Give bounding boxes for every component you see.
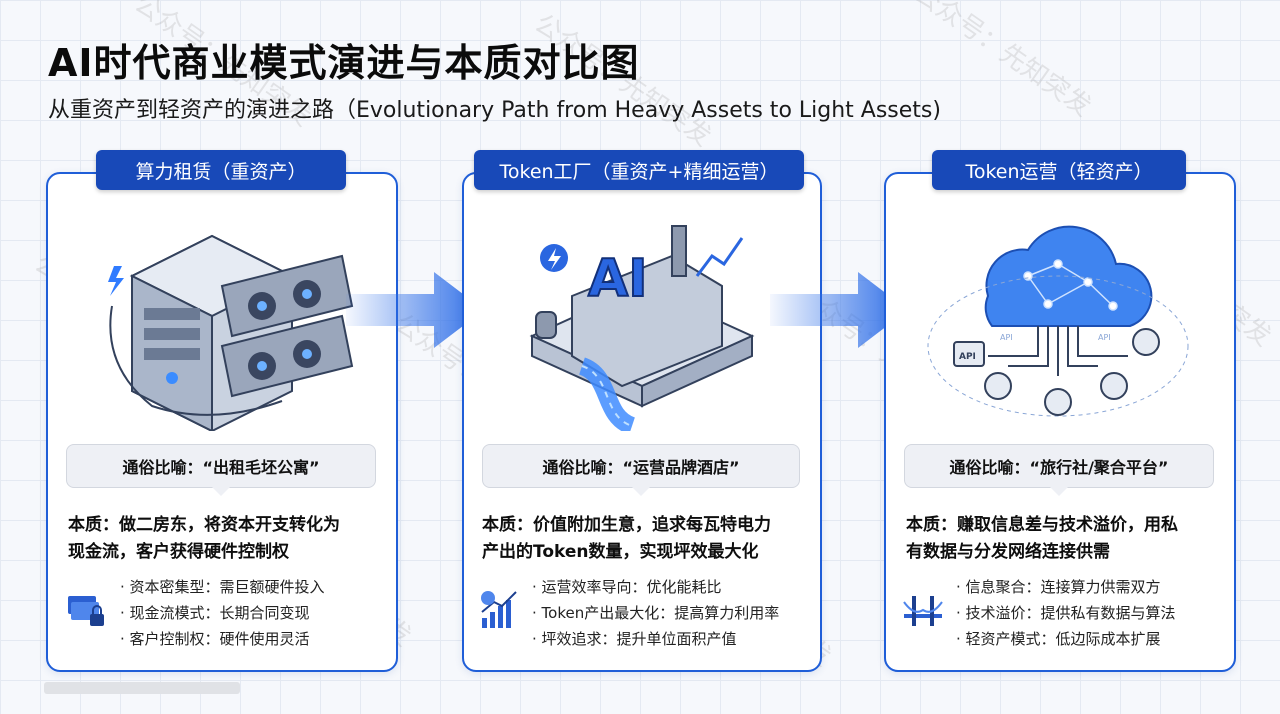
page-title: AI时代商业模式演进与本质对比图 — [48, 41, 640, 85]
power-growth-icon — [481, 591, 517, 628]
list-item: 技术溢价：提供私有数据与算法 — [956, 600, 1176, 626]
list-item: 现金流模式：长期合同变现 — [120, 600, 325, 626]
essence-rental: 本质：做二房东，将资本开支转化为现金流，客户获得硬件控制权 — [68, 515, 340, 562]
list-item: Token产出最大化：提高算力利用率 — [532, 600, 780, 626]
list-item: 资本密集型：需巨额硬件投入 — [120, 574, 325, 600]
progression-arrow — [346, 272, 484, 348]
analogy-operation: 通俗比喻：“旅行社/聚合平台” — [904, 444, 1214, 496]
list-item: 坪效追求：提升单位面积产值 — [532, 626, 779, 652]
list-item: 信息聚合：连接算力供需双方 — [956, 574, 1176, 600]
progression-arrow — [770, 272, 908, 348]
svg-text:API: API — [1098, 333, 1111, 342]
analogy-rental: 通俗比喻：“出租毛坯公寓” — [66, 444, 376, 496]
list-item: 运营效率导向：优化能耗比 — [532, 574, 779, 600]
svg-text:API: API — [959, 352, 976, 362]
stage-heading-factory: Token工厂（重资产+精细运营） — [474, 150, 804, 190]
page-subtitle: 从重资产到轻资产的演进之路（Evolutionary Path from Hea… — [48, 98, 941, 123]
cloud-network-illustration: API API API — [927, 225, 1189, 417]
svg-text:API: API — [1000, 333, 1013, 342]
bullet-list-rental: 资本密集型：需巨额硬件投入 现金流模式：长期合同变现 客户控制权：硬件使用灵活 — [120, 574, 325, 652]
list-item: 客户控制权：硬件使用灵活 — [120, 626, 325, 652]
money-lock-icon — [68, 596, 104, 626]
stage-heading-operation: Token运营（轻资产） — [932, 150, 1186, 190]
bridge-icon — [903, 596, 943, 626]
bullet-list-operation: 信息聚合：连接算力供需双方 技术溢价：提供私有数据与算法 轻资产模式：低边际成本… — [956, 574, 1176, 652]
list-item: 轻资产模式：低边际成本扩展 — [956, 626, 1176, 652]
essence-operation: 本质：赚取信息差与技术溢价，用私有数据与分发网络连接供需 — [906, 515, 1178, 562]
essence-factory: 本质：价值附加生意，追求每瓦特电力产出的Token数量，实现坪效最大化 — [482, 515, 771, 562]
bullet-list-factory: 运营效率导向：优化能耗比 Token产出最大化：提高算力利用率 坪效追求：提升单… — [532, 574, 780, 652]
stage-heading-rental: 算力租赁（重资产） — [96, 150, 346, 190]
analogy-factory: 通俗比喻：“运营品牌酒店” — [482, 444, 800, 496]
ai-token-factory-illustration: AI — [529, 225, 755, 431]
gpu-server-rack-illustration — [108, 234, 354, 431]
blurred-caption — [44, 682, 240, 694]
factory-sign: AI — [588, 249, 648, 309]
